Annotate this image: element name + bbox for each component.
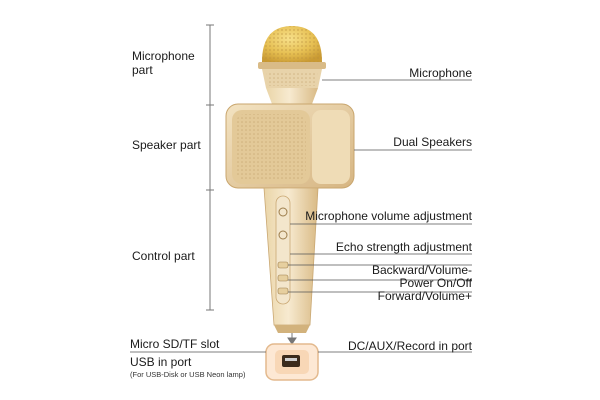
port-arrow xyxy=(287,333,297,345)
callout-mic-volume: Microphone volume adjustment xyxy=(305,209,472,223)
group-label-microphone-part: Microphone part xyxy=(132,49,195,77)
callout-power: Power On/Off xyxy=(399,276,472,290)
mic-head xyxy=(258,26,326,104)
callout-dc-aux: DC/AUX/Record in port xyxy=(347,339,472,353)
callout-microphone: Microphone xyxy=(409,66,472,80)
callout-forward: Forward/Volume+ xyxy=(377,289,472,303)
group-label-speaker-part: Speaker part xyxy=(132,138,201,152)
callout-dual-speakers: Dual Speakers xyxy=(393,135,472,149)
callout-lines xyxy=(130,79,472,353)
group-label-control-part: Control part xyxy=(132,249,195,263)
callout-echo: Echo strength adjustment xyxy=(335,240,472,254)
label-usb-port: USB in port xyxy=(130,355,192,369)
callout-backward: Backward/Volume- xyxy=(371,263,472,277)
mic-handle xyxy=(263,187,319,333)
group-brackets xyxy=(206,24,214,311)
group-label-line-1: Microphone xyxy=(132,49,195,63)
group-label-line-2: part xyxy=(132,63,153,77)
speaker-block xyxy=(225,103,355,189)
bottom-port xyxy=(265,343,319,381)
label-usb-note: (For USB-Disk or USB Neon lamp) xyxy=(130,370,246,379)
label-sd-slot: Micro SD/TF slot xyxy=(130,337,220,351)
